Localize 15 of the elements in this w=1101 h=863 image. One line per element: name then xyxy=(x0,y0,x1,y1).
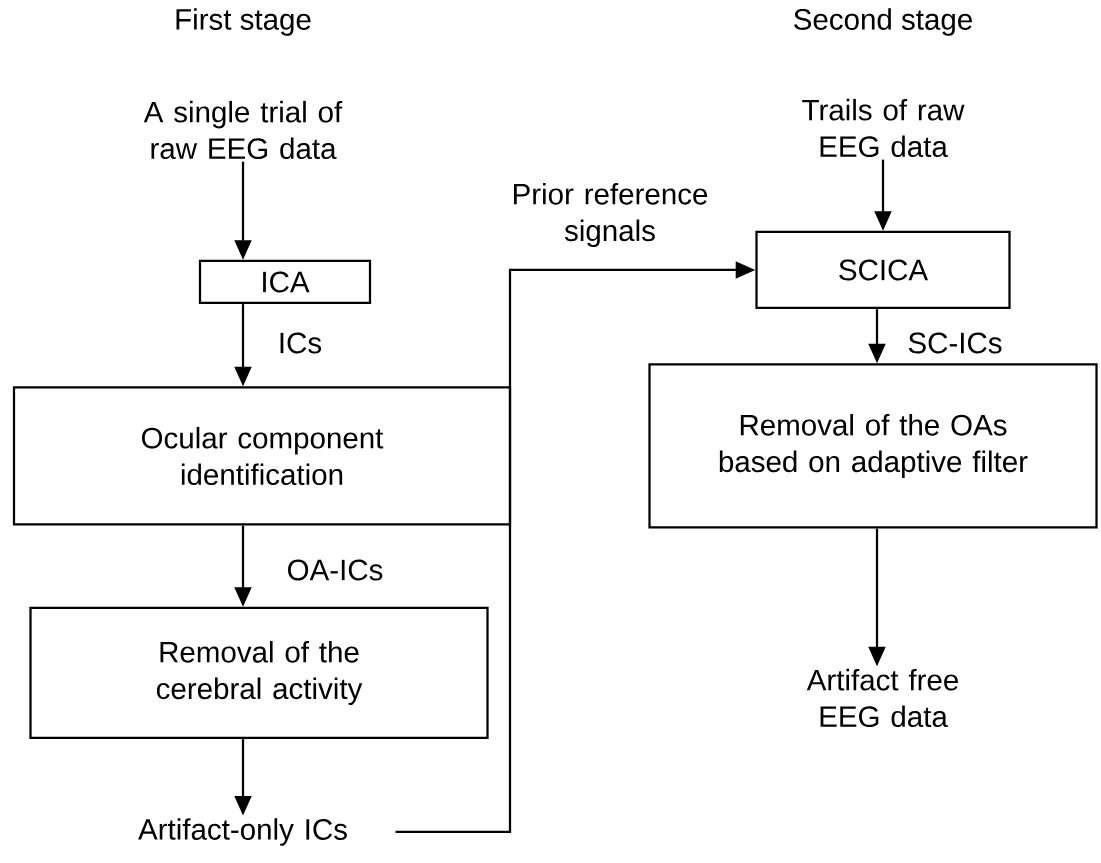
process-box: Removal of the OAs based on adaptive filter xyxy=(648,363,1098,529)
bare-text: A single trial of raw EEG data xyxy=(143,100,343,160)
edge-label: OA-ICs xyxy=(288,559,383,581)
edge-label: ICs xyxy=(280,332,322,354)
bare-text: Trails of raw EEG data xyxy=(802,98,965,158)
process-box: SCICA xyxy=(755,230,1011,310)
stage-heading: Second stage xyxy=(794,8,972,36)
stage-heading: First stage xyxy=(176,8,311,36)
bare-text: Artifact free EEG data xyxy=(806,668,958,728)
process-box: Removal of the cerebral activity xyxy=(29,606,489,740)
process-box: Ocular component identification xyxy=(12,386,512,526)
edge-label: Prior reference signals xyxy=(514,182,708,247)
process-box: ICA xyxy=(198,259,372,305)
edge-label: SC-ICs xyxy=(908,332,1002,354)
bare-text: Artifact-only ICs xyxy=(138,818,347,846)
